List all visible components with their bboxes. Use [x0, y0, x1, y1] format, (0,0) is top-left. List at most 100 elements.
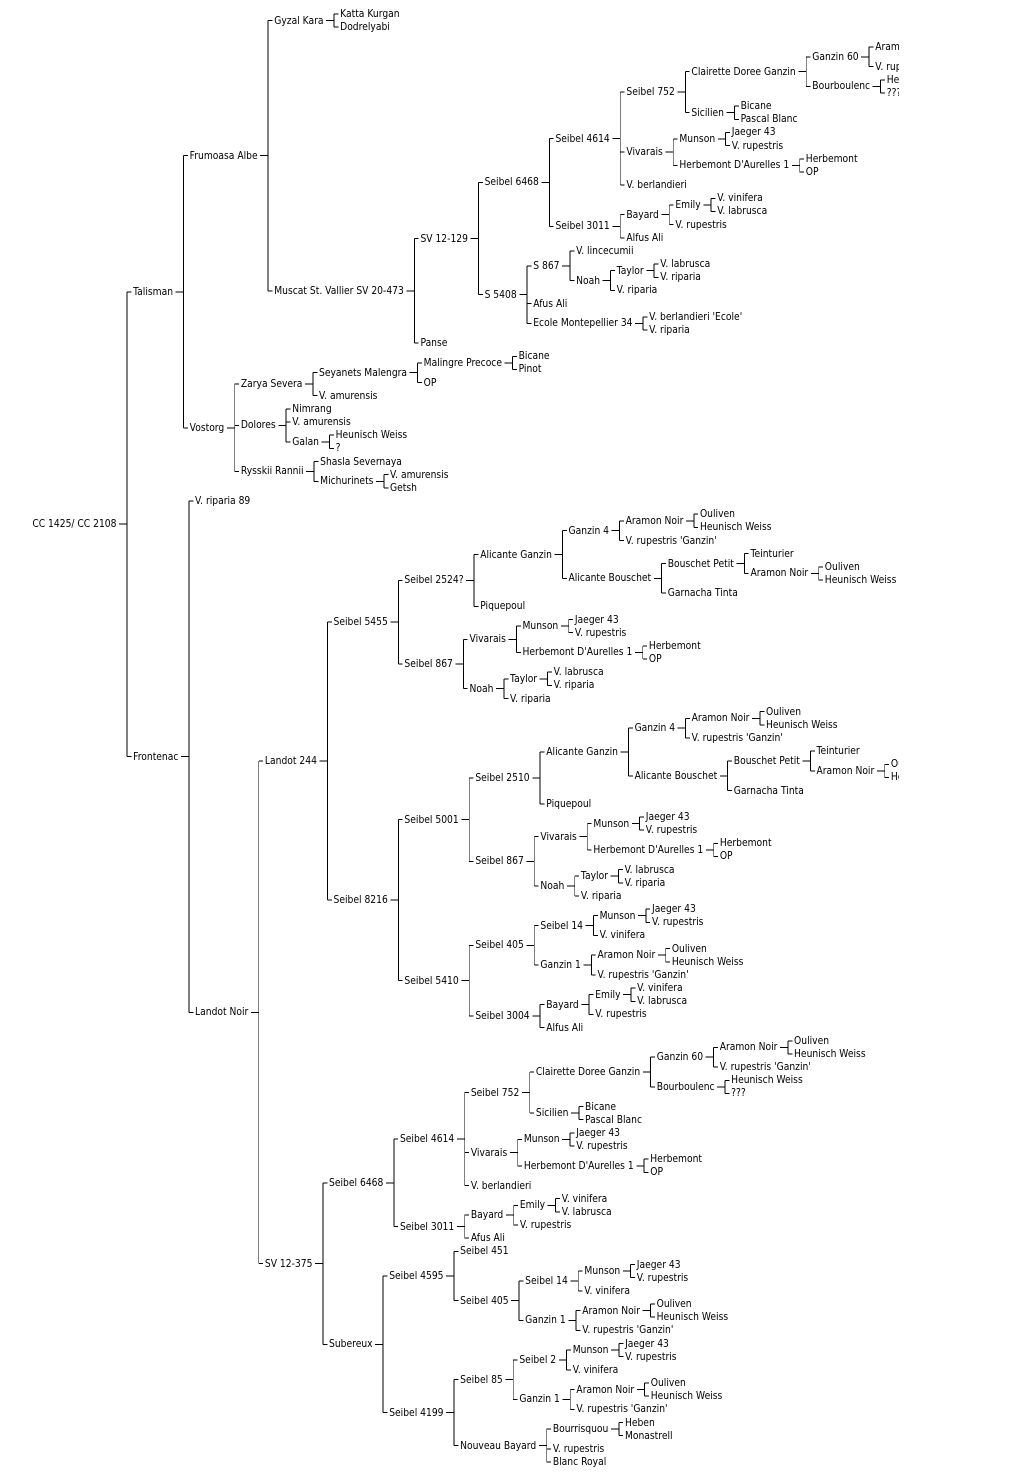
- node-bicane: Bicane: [584, 1100, 617, 1113]
- node-v-riparia: V. riparia: [623, 876, 667, 889]
- node-seibel-3004: Seibel 3004: [474, 1010, 531, 1023]
- node-muscat-st-vallier-sv-20-473: Muscat St. Vallier SV 20-473: [273, 284, 405, 297]
- node-panse: Panse: [419, 337, 449, 350]
- node-seibel-6468: Seibel 6468: [328, 1176, 385, 1189]
- node-v-riparia: V. riparia: [659, 271, 702, 284]
- node-heunisch-weiss: Heunisch Weiss: [670, 955, 745, 968]
- node-heben: Heben: [624, 1416, 656, 1429]
- node-v-vinifera: V. vinifera: [716, 192, 764, 205]
- node-v-vinifera: V. vinifera: [571, 1363, 620, 1376]
- node-alicante-ganzin: Alicante Ganzin: [479, 548, 553, 561]
- node-v-riparia: V. riparia: [509, 692, 552, 705]
- pedigree-connectors: [119, 13, 890, 1463]
- node-ganzin-4: Ganzin 4: [633, 722, 676, 735]
- node-munson: Munson: [571, 1344, 610, 1357]
- node-nouveau-bayard: Nouveau Bayard: [459, 1439, 538, 1452]
- node-v-riparia-89: V. riparia 89: [194, 495, 252, 508]
- node-seibel-3011: Seibel 3011: [554, 220, 611, 233]
- node-jaeger-43: Jaeger 43: [644, 810, 691, 823]
- node-herbemont-d-aurelles-1: Herbemont D'Aurelles 1: [678, 159, 791, 172]
- node-seibel-14: Seibel 14: [539, 919, 584, 932]
- node-ganzin-1: Ganzin 1: [524, 1314, 567, 1327]
- node-heunisch-weiss: Heunisch Weiss: [885, 73, 900, 86]
- node-dodrelyabi: Dodrelyabi: [339, 21, 391, 34]
- node-vostorg: Vostorg: [188, 421, 226, 434]
- node-vivarais: Vivarais: [539, 830, 578, 843]
- node-v-labrusca: V. labrusca: [716, 205, 769, 218]
- node-munson: Munson: [592, 817, 631, 830]
- node-aramon-noir: Aramon Noir: [690, 712, 751, 725]
- node-seibel-85: Seibel 85: [459, 1373, 504, 1386]
- node-bourboulenc: Bourboulenc: [811, 80, 871, 93]
- node-getsh: Getsh: [389, 481, 418, 494]
- node-heunisch-weiss: Heunisch Weiss: [793, 1047, 867, 1060]
- node-garnacha-tinta: Garnacha Tinta: [666, 587, 739, 600]
- node-nimrang: Nimrang: [291, 402, 333, 415]
- node-v-berlandieri-ecole: V. berlandieri 'Ecole': [648, 310, 744, 323]
- node-sv-12-375: SV 12-375: [264, 1257, 314, 1270]
- node-v-labrusca: V. labrusca: [623, 863, 676, 876]
- node-vivarais: Vivarais: [625, 146, 664, 159]
- node-blanc-royal: Blanc Royal: [551, 1456, 608, 1468]
- node-ganzin-60: Ganzin 60: [811, 50, 860, 63]
- node-seibel-2524: Seibel 2524?: [403, 574, 465, 587]
- node-landot-244: Landot 244: [264, 755, 318, 768]
- node-sicilien: Sicilien: [690, 106, 725, 119]
- node-heunisch-weiss: Heunisch Weiss: [655, 1311, 730, 1324]
- node-v-rupestris: V. rupestris: [624, 1350, 678, 1363]
- node-pinot: Pinot: [517, 363, 543, 376]
- node-v-berlandieri: V. berlandieri: [469, 1179, 533, 1192]
- node-seibel-2: Seibel 2: [518, 1353, 558, 1366]
- node-jaeger-43: Jaeger 43: [573, 613, 620, 626]
- node-piquepoul: Piquepoul: [479, 600, 527, 613]
- node-v-amurensis: V. amurensis: [291, 416, 352, 429]
- node-v-rupestris: V. rupestris: [730, 139, 785, 152]
- node-v-rupestris-ganzin: V. rupestris 'Ganzin': [624, 534, 718, 547]
- node-v-amurensis: V. amurensis: [389, 468, 450, 481]
- node-s-867: S 867: [532, 259, 561, 272]
- node-malingre-precoce: Malingre Precoce: [422, 356, 503, 369]
- node-afus-ali: Afus Ali: [532, 297, 569, 310]
- node-subereux: Subereux: [328, 1338, 374, 1351]
- node-v-vinifera: V. vinifera: [560, 1192, 609, 1205]
- node-ouliven: Ouliven: [823, 560, 861, 573]
- node-v-riparia: V. riparia: [552, 679, 596, 692]
- node-sv-12-129: SV 12-129: [419, 232, 469, 245]
- node-taylor: Taylor: [615, 264, 645, 277]
- node-alicante-bouschet: Alicante Bouschet: [567, 572, 653, 585]
- node-seibel-5001: Seibel 5001: [403, 813, 460, 826]
- node-noah: Noah: [575, 274, 601, 287]
- node-seibel-4614: Seibel 4614: [554, 132, 611, 145]
- node-seibel-867: Seibel 867: [403, 657, 454, 670]
- node-v-labrusca: V. labrusca: [636, 995, 688, 1008]
- node-teinturier: Teinturier: [815, 745, 861, 758]
- node-unknown: ?: [334, 442, 342, 455]
- node-heunisch-weiss: Heunisch Weiss: [334, 429, 409, 442]
- node-bayard: Bayard: [545, 998, 580, 1011]
- node-seibel-5455: Seibel 5455: [332, 616, 389, 629]
- node-v-labrusca: V. labrusca: [659, 258, 712, 271]
- node-seibel-752: Seibel 752: [625, 86, 676, 99]
- node-v-rupestris: V. rupestris: [551, 1442, 606, 1455]
- node-ouliven: Ouliven: [670, 942, 708, 955]
- node-dolores: Dolores: [239, 419, 277, 432]
- node-ouliven: Ouliven: [889, 758, 900, 771]
- node-v-rupestris: V. rupestris: [594, 1008, 648, 1021]
- node-talisman: Talisman: [132, 285, 174, 298]
- node-herbemont: Herbemont: [648, 639, 702, 652]
- node-jaeger-43: Jaeger 43: [575, 1126, 621, 1139]
- node-munson: Munson: [598, 909, 637, 922]
- node-v-rupestris: V. rupestris: [573, 626, 628, 639]
- node-aramon-noir: Aramon Noir: [596, 949, 657, 962]
- node-aramon-noir: Aramon Noir: [575, 1383, 636, 1396]
- node-bouschet-petit: Bouschet Petit: [732, 755, 801, 768]
- node-seyanets-malengra: Seyanets Malengra: [318, 366, 408, 379]
- node-jaeger-43: Jaeger 43: [730, 126, 777, 139]
- node-seibel-3011: Seibel 3011: [399, 1220, 456, 1233]
- node-bourboulenc: Bourboulenc: [655, 1080, 716, 1093]
- node-herbemont-d-aurelles-1: Herbemont D'Aurelles 1: [592, 843, 705, 856]
- node-seibel-405: Seibel 405: [474, 939, 525, 952]
- node-noah: Noah: [539, 880, 566, 893]
- node-jaeger-43: Jaeger 43: [624, 1337, 670, 1350]
